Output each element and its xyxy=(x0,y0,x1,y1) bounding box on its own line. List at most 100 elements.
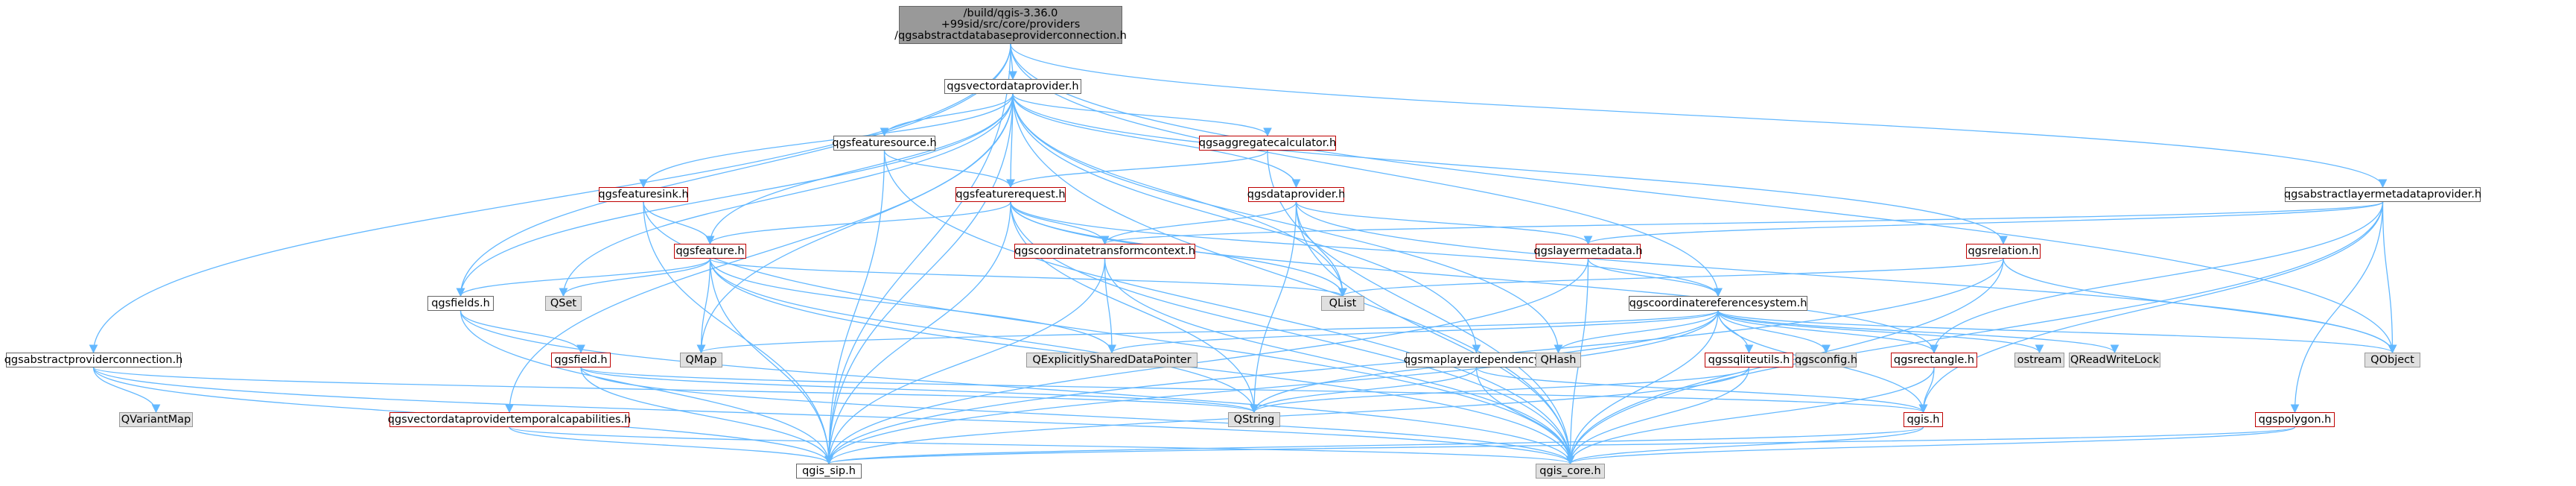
node-label: qgsfield.h xyxy=(554,353,608,366)
edge-qgssqliteutils-to-QString xyxy=(1250,367,1750,414)
node-qgsrectangle[interactable]: qgsrectangle.h xyxy=(1891,353,1977,367)
node-QVariantMap: QVariantMap xyxy=(119,412,193,427)
node-QExplicitlySharedDataPointer: QExplicitlySharedDataPointer xyxy=(1026,353,1198,367)
node-label: qgsvectordataprovider.h xyxy=(947,80,1079,92)
node-qgsfields[interactable]: qgsfields.h xyxy=(427,296,494,311)
edge-qgsfields-to-qgis_core xyxy=(459,310,1575,465)
node-qgsrelation[interactable]: qgsrelation.h xyxy=(1966,244,2041,259)
edge-qgsfeature-to-QSet xyxy=(559,258,711,297)
node-label: /qgsabstractdatabaseproviderconnection.h xyxy=(894,30,1127,42)
edge-qgspolygon-to-qgis_sip xyxy=(825,426,2296,465)
edge-qgsfield-to-qgis_core xyxy=(580,367,1575,465)
node-qgsfeaturerequest[interactable]: qgsfeaturerequest.h xyxy=(955,187,1066,202)
edge-qgsvectordataprovider-to-qgsfeature xyxy=(705,93,1014,245)
node-qgspolygon[interactable]: qgspolygon.h xyxy=(2255,412,2335,427)
edge-qgsfield-to-QString xyxy=(580,367,1259,414)
edge-qgsdataprovider-to-qgscoordinatetransformcontext xyxy=(1100,201,1297,245)
edge-qgscoordinatereferencesystem-to-QObject xyxy=(1717,310,2397,354)
edge-qgsfields-to-qgis_sip xyxy=(459,310,833,465)
node-label: +99sid/src/core/providers xyxy=(941,19,1081,31)
node-label: qgsaggregatecalculator.h xyxy=(1198,136,1337,149)
edge-qgsmaplayerdependency-to-qgis xyxy=(1475,367,1928,414)
node-qgsmaplayerdependency[interactable]: qgsmaplayerdependency.h xyxy=(1403,353,1550,367)
edge-qgscoordinatereferencesystem-to-qgis_sip xyxy=(824,310,1719,465)
node-label: qgis_sip.h xyxy=(802,464,856,477)
edge-qgspolygon-to-qgis_core xyxy=(1566,426,2296,465)
edge-qgsabstractproviderconnection-to-qgis_core xyxy=(92,367,1575,465)
node-label: qgsdataprovider.h xyxy=(1247,188,1346,201)
node-label: qgsconfig.h xyxy=(1794,353,1858,366)
node-qgsvectordataprovidertemporalcapabilities[interactable]: qgsvectordataprovidertemporalcapabilitie… xyxy=(387,412,632,427)
edge-qgsvectordataprovidertemporalcapabilities-to-qgis_core xyxy=(509,426,1574,465)
node-qgsfeaturesink[interactable]: qgsfeaturesink.h xyxy=(598,187,689,202)
node-qgsfield[interactable]: qgsfield.h xyxy=(551,353,611,367)
node-label: qgspolygon.h xyxy=(2258,413,2332,426)
node-qgsfeature[interactable]: qgsfeature.h xyxy=(674,244,746,259)
node-label: ostream xyxy=(2017,353,2062,366)
edge-root-to-qgsabstractproviderconnection xyxy=(89,43,1011,354)
node-qgsconfig: qgsconfig.h xyxy=(1794,353,1858,367)
edge-qgsfeaturerequest-to-qgsrectangle xyxy=(1010,201,1939,354)
edge-qgsmaplayerdependency-to-qgis_core xyxy=(1475,367,1575,465)
edge-qgsabstractlayermetadataprovider-to-qgis_core xyxy=(1565,201,2384,465)
node-label: qgsvectordataprovidertemporalcapabilitie… xyxy=(387,413,632,426)
edge-qgsvectordataprovider-to-QList xyxy=(1012,93,1347,297)
node-qgsdataprovider[interactable]: qgsdataprovider.h xyxy=(1247,187,1346,202)
edge-qgsfeaturesink-to-qgsfeature xyxy=(643,201,715,245)
dependency-edges xyxy=(89,43,2397,465)
edge-qgsvectordataprovider-to-qgis_sip xyxy=(824,93,1014,465)
node-QString: QString xyxy=(1228,412,1280,427)
node-label: QMap xyxy=(685,353,717,366)
edge-qgsvectordataprovider-to-qgsfeaturesink xyxy=(639,93,1014,189)
edge-qgsfield-to-qgis_sip xyxy=(580,367,833,465)
edge-qgscoordinatereferencesystem-to-QMap xyxy=(697,310,1719,354)
node-label: qgssqliteutils.h xyxy=(1708,353,1790,366)
edge-qgsdataprovider-to-qgis_core xyxy=(1295,201,1575,465)
node-label: qgsfields.h xyxy=(431,297,490,309)
edge-qgsabstractlayermetadataprovider-to-qgspolygon xyxy=(2290,201,2384,414)
edge-qgsvectordataprovider-to-qgsaggregatecalculator xyxy=(1012,93,1272,137)
edge-qgsvectordataprovider-to-qgsrelation xyxy=(1012,93,2008,245)
node-label: qgsmaplayerdependency.h xyxy=(1403,353,1550,366)
edge-qgsvectordataprovidertemporalcapabilities-to-qgis_sip xyxy=(509,426,833,465)
node-qgis-sip[interactable]: qgis_sip.h xyxy=(796,464,862,479)
edge-root-to-QObject xyxy=(1010,43,2397,354)
node-qgsaggregatecalculator[interactable]: qgsaggregatecalculator.h xyxy=(1199,136,1336,151)
edge-qgsvectordataprovider-to-qgsmaplayerdependency xyxy=(1012,93,1481,354)
edge-qgsmaplayerdependency-to-QString xyxy=(1250,367,1478,414)
node-qgslayermetadata[interactable]: qgslayermetadata.h xyxy=(1533,244,1643,259)
node-label: QReadWriteLock xyxy=(2070,353,2160,366)
edge-qgsvectordataprovider-to-qgsdataprovider xyxy=(1012,93,1301,189)
node-label: QExplicitlySharedDataPointer xyxy=(1032,353,1192,366)
node-root: /build/qgis-3.36.0+99sid/src/core/provid… xyxy=(894,6,1127,44)
edge-qgsfeaturerequest-to-qgscoordinatetransformcontext xyxy=(1010,201,1110,245)
node-qgsabstractproviderconnection[interactable]: qgsabstractproviderconnection.h xyxy=(4,353,182,367)
edge-qgslayermetadata-to-qgis_sip xyxy=(824,258,1589,465)
edge-qgsfeature-to-QExplicitlySharedDataPointer xyxy=(709,258,1116,354)
node-label: qgsfeaturerequest.h xyxy=(955,188,1066,201)
edge-qgssqliteutils-to-qgis_core xyxy=(1565,367,1750,465)
edge-qgsfeaturesource-to-qgis_core xyxy=(883,150,1575,465)
node-qgscoordinatetransformcontext[interactable]: qgscoordinatetransformcontext.h xyxy=(1014,244,1195,259)
node-qgsvectordataprovider[interactable]: qgsvectordataprovider.h xyxy=(944,79,1081,94)
edge-qgsfeaturesink-to-qgis_sip xyxy=(643,201,833,465)
edge-qgsfields-to-qgsfield xyxy=(459,310,585,354)
edge-qgsfeature-to-QString xyxy=(709,258,1259,414)
edge-qgsabstractlayermetadataprovider-to-qgsrectangle xyxy=(1930,201,2384,354)
edge-qgsfield-to-qgis xyxy=(580,367,1927,414)
edge-qgsdataprovider-to-qgslayermetadata xyxy=(1295,201,1593,245)
edge-qgsvectordataprovider-to-qgsvectordataprovidertemporalcapabilities xyxy=(505,93,1014,414)
node-qgis[interactable]: qgis.h xyxy=(1904,412,1943,427)
node-label: qgsfeaturesink.h xyxy=(598,188,689,201)
edge-qgsfeature-to-qgis_sip xyxy=(709,258,833,465)
node-QObject: QObject xyxy=(2364,353,2420,367)
node-qgsabstractlayermetadataprovider[interactable]: qgsabstractlayermetadataprovider.h xyxy=(2284,187,2481,202)
node-qgssqliteutils[interactable]: qgssqliteutils.h xyxy=(1705,353,1793,367)
node-qgsfeaturesource[interactable]: qgsfeaturesource.h xyxy=(832,136,937,151)
node-QMap: QMap xyxy=(680,353,722,367)
edge-qgsaggregatecalculator-to-qgis_core xyxy=(1267,150,1575,465)
node-qgscoordinatereferencesystem[interactable]: qgscoordinatereferencesystem.h xyxy=(1629,296,1807,311)
edge-qgsfeaturesource-to-qgsfeaturerequest xyxy=(883,150,1015,189)
node-label: qgsrelation.h xyxy=(1968,244,2039,257)
edge-qgscoordinatetransformcontext-to-QExplicitlySharedDataPointer xyxy=(1104,258,1116,354)
